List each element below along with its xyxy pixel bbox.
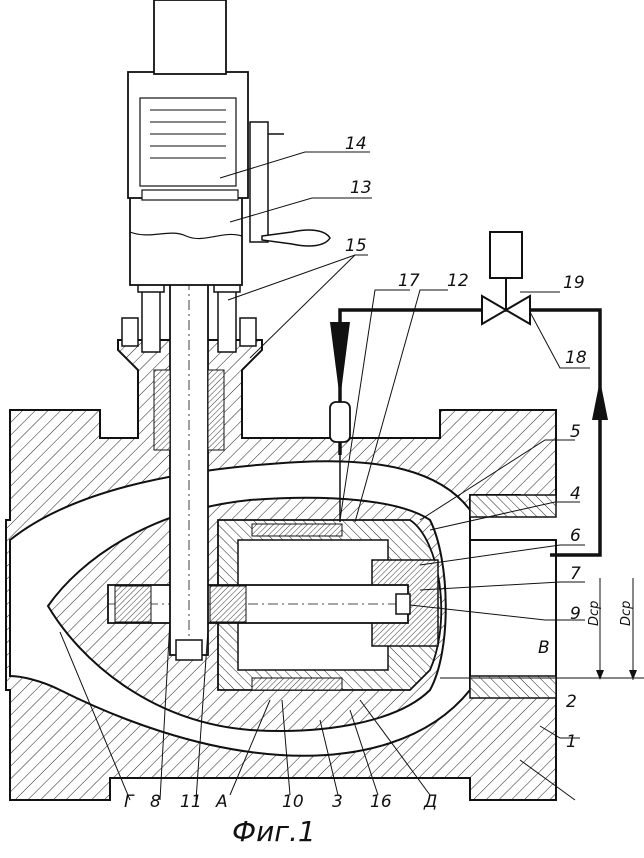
label-17: 17: [398, 273, 420, 290]
label-11: 11: [180, 794, 202, 811]
label-5: 5: [570, 424, 581, 441]
lower-spring: [252, 678, 342, 690]
label-G: Г: [124, 794, 133, 811]
label-3: 3: [332, 794, 343, 811]
figure-caption: Фиг.1: [232, 818, 316, 846]
label-15: 15: [345, 238, 367, 255]
label-4: 4: [570, 486, 581, 503]
label-2: 2: [566, 694, 577, 711]
actuator: [128, 0, 330, 285]
label-6: 6: [570, 528, 581, 545]
label-16: 16: [370, 794, 392, 811]
label-7: 7: [570, 566, 581, 583]
label-dcp-inner: Dср: [588, 601, 601, 626]
label-dcp-outer: Dср: [620, 601, 633, 626]
label-10: 10: [282, 794, 304, 811]
label-8: 8: [150, 794, 161, 811]
label-18: 18: [565, 350, 587, 367]
label-A: А: [216, 794, 228, 811]
flow-arrow-up: [592, 380, 608, 420]
label-9: 9: [570, 606, 581, 623]
label-B: В: [538, 640, 550, 657]
flow-arrow-down: [330, 322, 350, 400]
label-14: 14: [345, 136, 367, 153]
control-valve: [482, 232, 530, 324]
label-13: 13: [350, 180, 372, 197]
label-1: 1: [566, 734, 577, 751]
label-D: Д: [424, 794, 437, 811]
upper-spring: [252, 524, 342, 536]
label-19: 19: [563, 275, 585, 292]
label-12: 12: [447, 273, 469, 290]
